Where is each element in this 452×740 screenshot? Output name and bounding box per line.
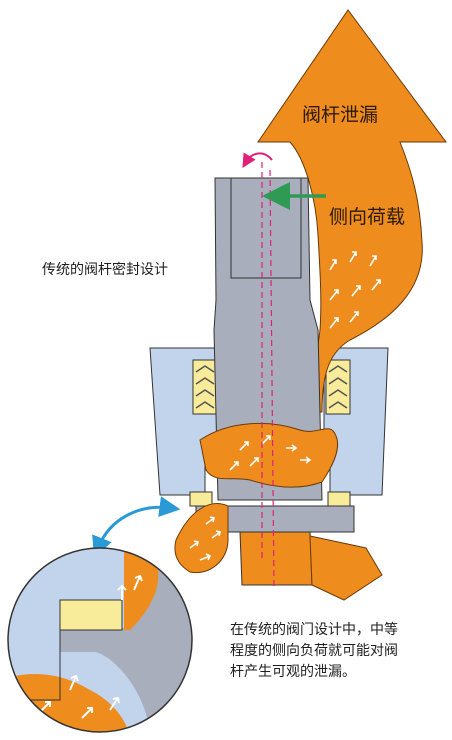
flange-orange (310, 536, 382, 600)
diagram-title: 传统的阀杆密封设计 (42, 259, 168, 279)
side-load-label: 侧向荷载 (329, 202, 405, 229)
stem-leak-label: 阀杆泄漏 (302, 100, 378, 127)
leak-flow-lower (175, 504, 228, 573)
caption-text: 在传统的阀门设计中，中等程度的侧向负荷就可能对阀杆产生可观的泄漏。 (230, 620, 410, 683)
leak-flow (200, 423, 338, 487)
rotation-arrow-icon (246, 153, 272, 162)
callout-double-arrow-icon (98, 507, 170, 548)
